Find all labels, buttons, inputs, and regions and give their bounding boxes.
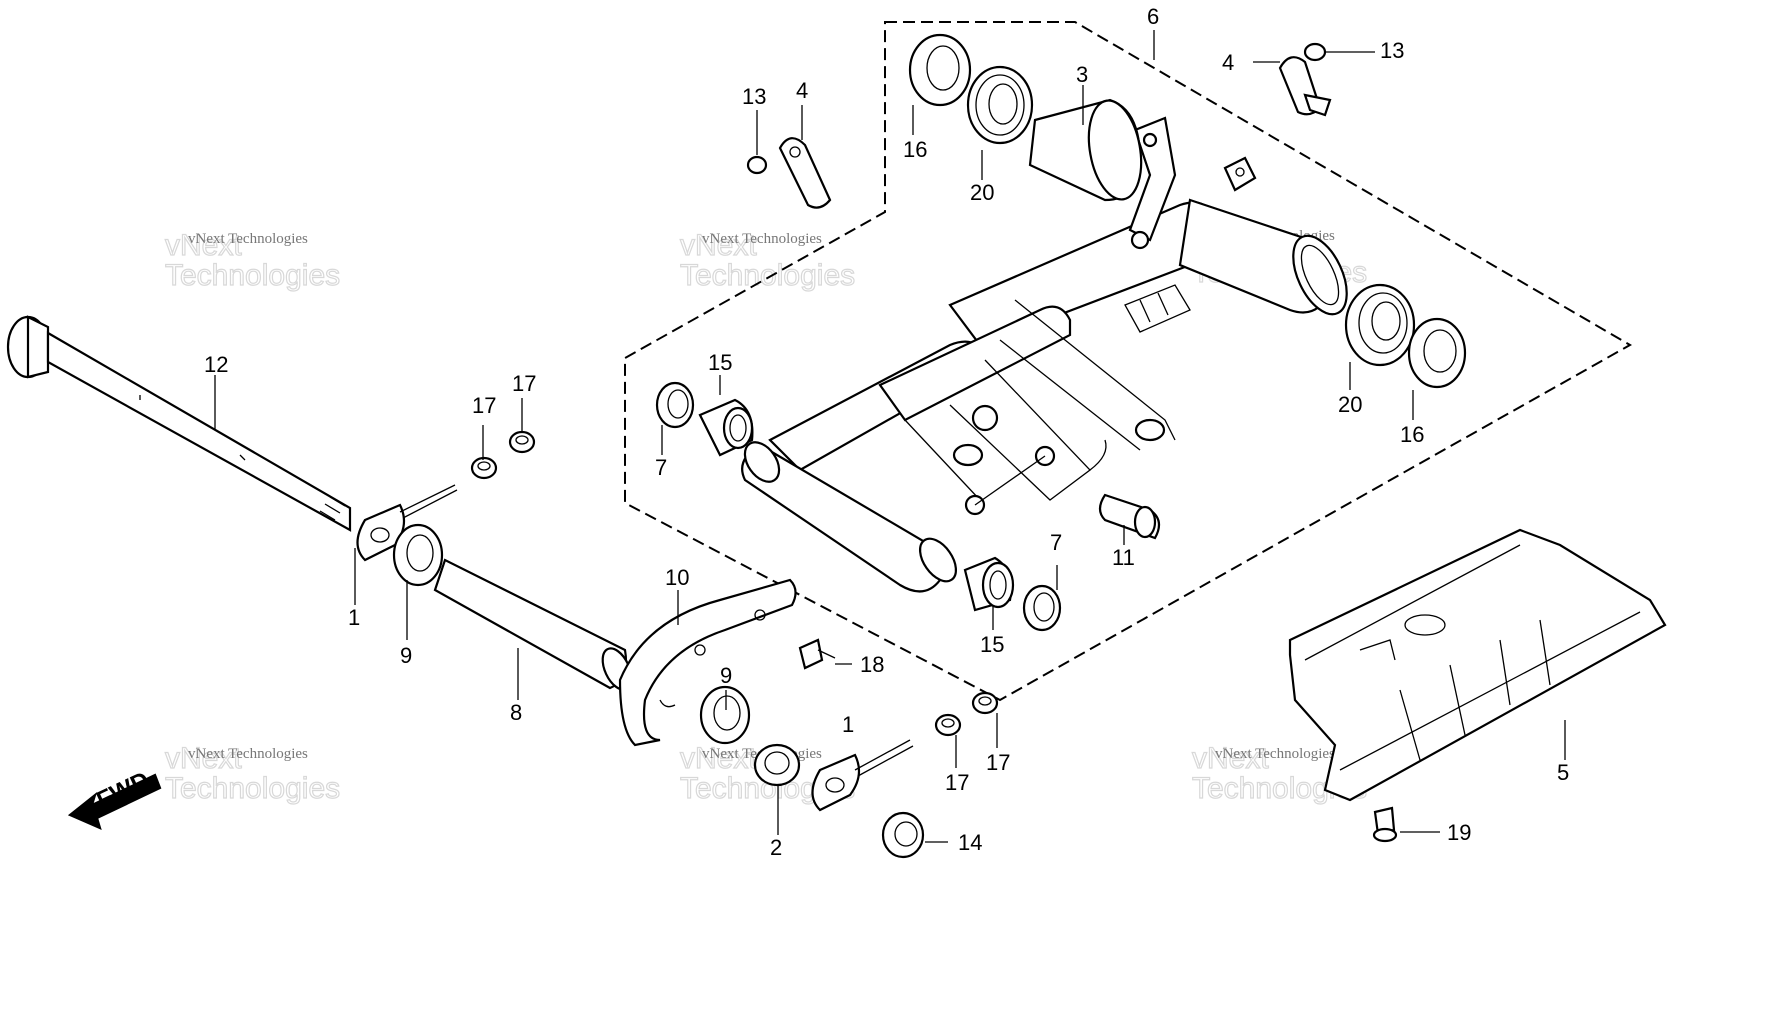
callout-5: 5 [1557,760,1569,785]
part-3-collar [1028,98,1143,202]
callout-17-b: 17 [512,371,536,396]
part-9-collar-upper [392,523,444,587]
watermark-4: vNext Technologies vNext Technologies [164,741,340,805]
part-13-nut-right [1303,42,1327,62]
watermark-big-1b: Technologies [165,259,340,292]
callout-10: 10 [665,565,689,590]
callout-17-c: 17 [945,770,969,795]
leader-lines [214,30,1566,843]
part-7-seal-upper [655,381,695,429]
callout-12: 12 [204,352,228,377]
callout-20-right: 20 [1338,392,1362,417]
watermark-2: vNext Technologies vNext Technologies [679,228,855,292]
watermark-big-2b: Technologies [680,259,855,292]
watermark-big-4a: vNext [165,742,242,775]
part-17-nut-a [470,456,498,480]
callout-11: 11 [1112,545,1135,570]
assembly-boundary [624,21,1633,702]
callout-15-upper: 15 [708,350,732,375]
fwd-label: FWD [93,767,154,815]
part-4-clamp-left [778,137,832,209]
callout-7-lower: 7 [1050,530,1062,555]
callout-4-right: 4 [1222,50,1234,75]
part-17-nut-c [934,713,962,737]
watermark-big-5a: vNext [680,742,757,775]
callout-18: 18 [860,652,884,677]
swingarm-frame [741,116,1348,593]
callout-1-lower: 1 [842,712,854,737]
part-15-needle-bearing-lower [963,556,1015,612]
callout-15-lower: 15 [980,632,1004,657]
callout-labels: 1 1 2 3 4 4 5 6 7 7 8 9 9 10 11 12 13 13… [204,4,1569,860]
part-2-nut [753,743,801,787]
watermark-big-4b: Technologies [165,772,340,805]
part-19-bolt [1372,806,1398,843]
part-16-seal-right [1407,317,1467,389]
part-11-spacer [1098,493,1161,540]
callout-6: 6 [1147,4,1159,29]
callout-19: 19 [1447,820,1471,845]
callout-4-left: 4 [796,78,808,103]
part-1-adjuster-lower [811,739,914,812]
part-4-clamp-right [1278,56,1332,117]
watermark-1: vNext Technologies vNext Technologies [164,228,340,292]
callout-13-left: 13 [742,84,766,109]
callout-17-d: 17 [986,750,1010,775]
callout-7-upper: 7 [655,455,667,480]
part-10-chain-slider [618,578,797,747]
callout-8: 8 [510,700,522,725]
part-20-bearing-right [1344,283,1416,367]
callout-9-lower: 9 [720,663,732,688]
part-7-seal-lower [1022,584,1062,632]
callout-1-upper: 1 [348,605,360,630]
part-16-seal-top [908,33,972,107]
part-12-pivot-bolt [6,315,352,532]
part-13-nut-left [746,155,768,175]
part-17-nut-d [971,691,999,715]
watermark-big-1a: vNext [165,229,242,262]
part-5-skid-plate [1288,528,1667,802]
callout-20-top: 20 [970,180,994,205]
callout-17-a: 17 [472,393,496,418]
watermark-small-6: vNext Technologies [1215,746,1335,762]
watermark-big-6a: vNext [1192,742,1269,775]
part-9-collar-lower [699,685,751,745]
watermark-big-2a: vNext [680,229,757,262]
callout-9-upper: 9 [400,643,412,668]
part-14-nut [881,811,925,859]
watermark-6: vNext Technologies vNext Technologies [1191,741,1367,805]
watermark-small-1: vNext Technologies [188,231,308,247]
fwd-arrow: FWD [67,767,162,830]
callout-16-right: 16 [1400,422,1424,447]
callout-2: 2 [770,835,782,860]
watermark-small-2: vNext Technologies [702,231,822,247]
part-15-needle-bearing-upper [698,398,754,457]
callout-3: 3 [1076,62,1088,87]
callout-14: 14 [958,830,982,855]
part-18-bolt [798,638,836,670]
part-17-nut-b [508,430,536,454]
watermark-small-4: vNext Technologies [188,746,308,762]
callout-16-top: 16 [903,137,927,162]
callout-13-right: 13 [1380,38,1404,63]
part-20-bearing-top [966,65,1034,145]
part-8-pivot-tube [433,558,633,691]
